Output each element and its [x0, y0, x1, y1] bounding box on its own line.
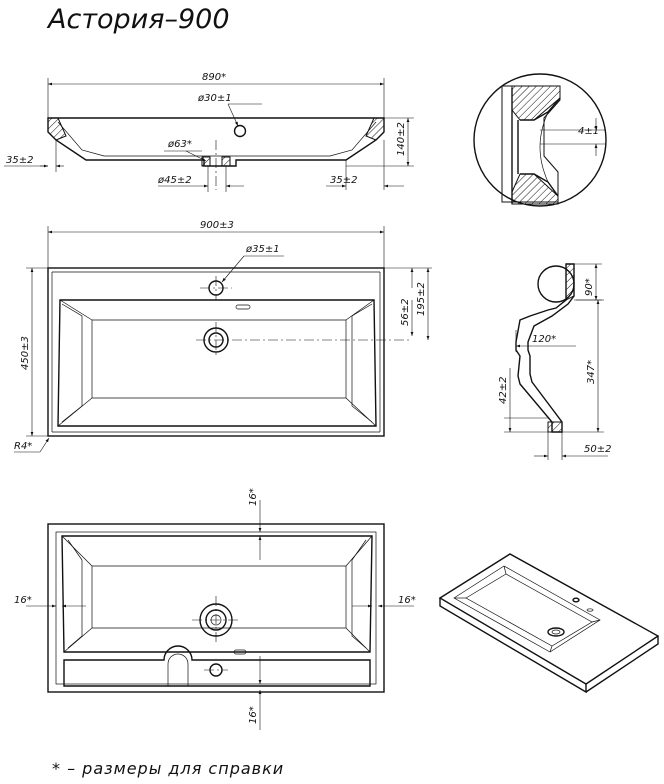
iso-top-face [438, 553, 660, 685]
side-dim-90-label: 90* [584, 278, 595, 296]
section-height-label: 140±2 [396, 122, 407, 156]
top-hole-label: ø35±1 [245, 244, 280, 255]
side-dim-120-label: 120* [532, 334, 556, 345]
detail-thickness-label: 4±1 [578, 126, 599, 137]
top-basin-rim [57, 299, 377, 427]
bottom-basin-rim [61, 535, 373, 653]
section-drain-label: ø63* [167, 139, 192, 150]
top-width-label: 900±3 [200, 220, 234, 231]
top-basin-floor [91, 319, 347, 399]
top-outline [47, 267, 385, 437]
section-hole-label: ø30±1 [197, 93, 232, 104]
side-dim-347-label: 347* [586, 360, 597, 384]
reference-note: * – размеры для справки [52, 759, 284, 778]
bottom-left-margin-label: 16* [14, 595, 32, 606]
bottom-top-margin-label: 16* [248, 488, 259, 506]
section-right-edge-label: 35±2 [330, 175, 357, 186]
section-left-edge-label: 35±2 [6, 155, 33, 166]
bottom-right-margin-label: 16* [398, 595, 416, 606]
top-view: 900±3 ø35±1 450±3 [14, 220, 432, 453]
top-radius-label: R4* [14, 441, 32, 452]
drawing-title: Астория–900 [46, 4, 230, 35]
side-profile: 90* 120* 347* 42±2 50±2 [498, 263, 611, 460]
section-drain-outer-label: ø45±2 [157, 175, 192, 186]
iso-drain [547, 627, 565, 637]
bottom-bottom-margin-label: 16* [248, 706, 259, 724]
side-profile-outline [515, 263, 575, 433]
section-view: 890* ø30±1 ø63* ø45±2 35±2 [4, 72, 414, 192]
top-depth-label: 450±3 [20, 336, 31, 370]
top-dim-195-label: 195±2 [416, 282, 427, 316]
side-dim-50-label: 50±2 [584, 444, 611, 455]
side-dim-42-label: 42±2 [498, 377, 509, 404]
faucet-hole-section [233, 124, 247, 138]
bottom-outline [47, 523, 385, 693]
top-dim-56-label: 56±2 [400, 299, 411, 326]
bottom-view: 16* 16* 16* 16* [14, 488, 416, 730]
detail-circle: 4±1 [473, 73, 607, 207]
isometric-view [438, 553, 660, 694]
iso-faucet-hole [572, 597, 580, 603]
section-width-label: 890* [202, 72, 226, 83]
